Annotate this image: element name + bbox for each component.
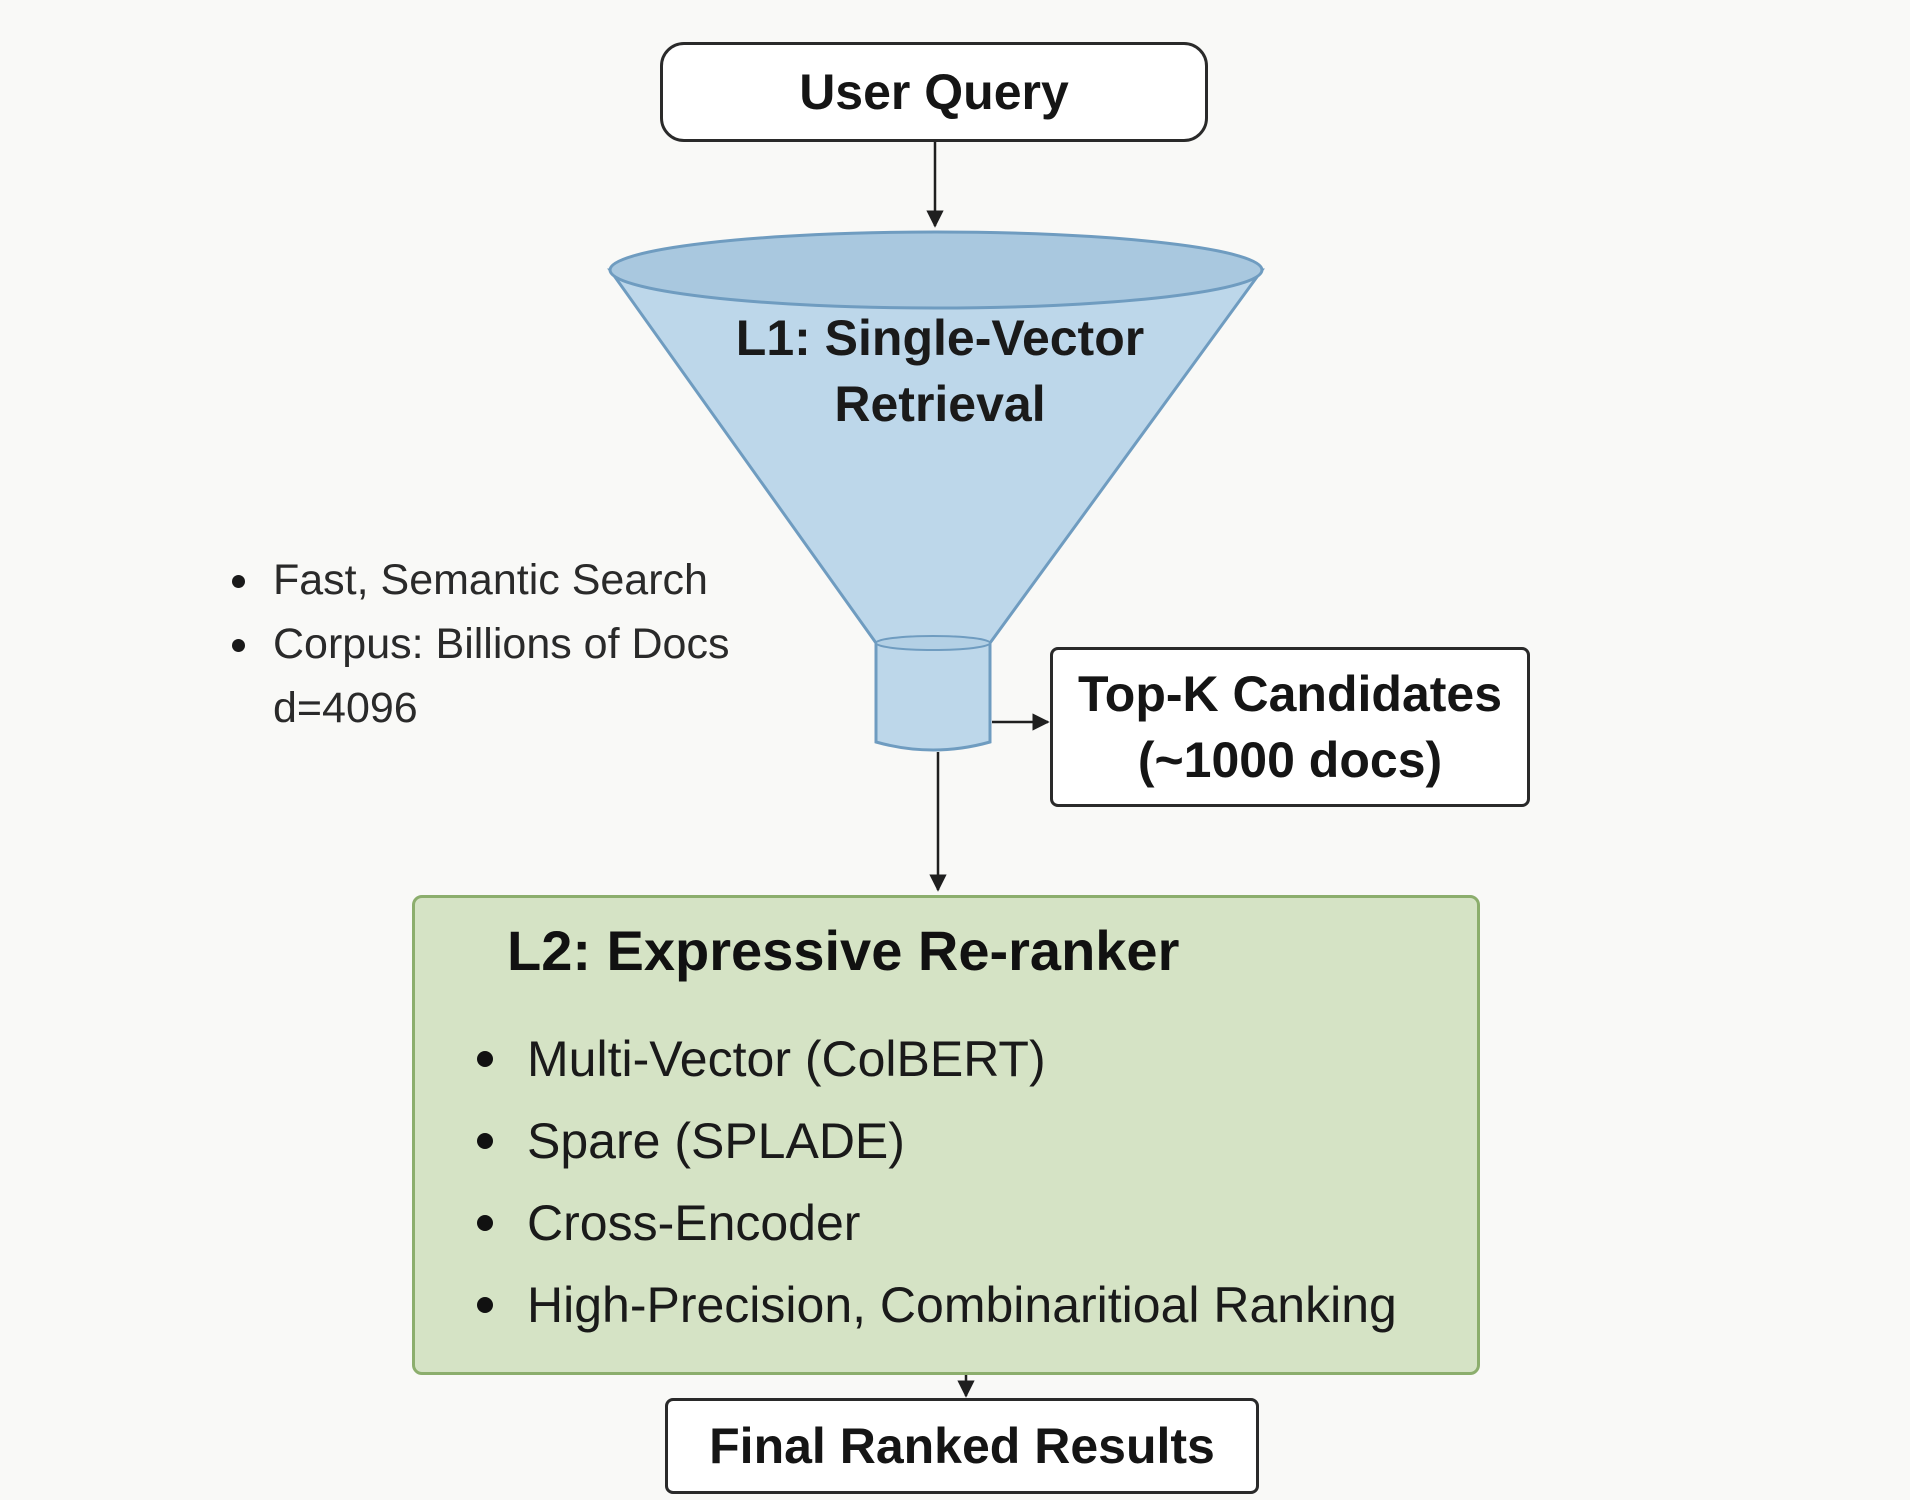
l2-method-item: Cross-Encoder bbox=[477, 1182, 1397, 1264]
l1-side-notes: Fast, Semantic Search Corpus: Billions o… bbox=[228, 548, 729, 740]
side-note-continuation: d=4096 bbox=[273, 684, 418, 732]
l2-method-item: Multi-Vector (ColBERT) bbox=[477, 1018, 1397, 1100]
funnel-label-line1: L1: Single-Vector bbox=[735, 310, 1145, 366]
funnel-label-line2: Retrieval bbox=[834, 376, 1046, 432]
user-query-label: User Query bbox=[799, 64, 1069, 120]
final-results-node: Final Ranked Results bbox=[665, 1398, 1259, 1494]
funnel-rim bbox=[608, 230, 1264, 310]
l2-reranker-panel: L2: Expressive Re-ranker Multi-Vector (C… bbox=[412, 895, 1480, 1375]
funnel-spout bbox=[874, 641, 992, 752]
side-note-item: Corpus: Billions of Docs bbox=[228, 612, 729, 676]
side-note-item: Fast, Semantic Search bbox=[228, 548, 729, 612]
l2-title: L2: Expressive Re-ranker bbox=[507, 919, 1180, 982]
final-results-label: Final Ranked Results bbox=[709, 1418, 1215, 1474]
topk-label-line1: Top-K Candidates bbox=[1077, 666, 1503, 722]
funnel-label: L1: Single-Vector Retrieval bbox=[690, 305, 1190, 437]
topk-candidates-node: Top-K Candidates (~1000 docs) bbox=[1050, 647, 1530, 807]
l2-method-item: High-Precision, Combinaritioal Ranking bbox=[477, 1264, 1397, 1346]
topk-label-line2: (~1000 docs) bbox=[1137, 732, 1443, 788]
l2-method-list: Multi-Vector (ColBERT) Spare (SPLADE) Cr… bbox=[477, 1018, 1397, 1346]
funnel-spout-top bbox=[875, 635, 991, 651]
user-query-node: User Query bbox=[660, 42, 1208, 142]
l2-method-item: Spare (SPLADE) bbox=[477, 1100, 1397, 1182]
